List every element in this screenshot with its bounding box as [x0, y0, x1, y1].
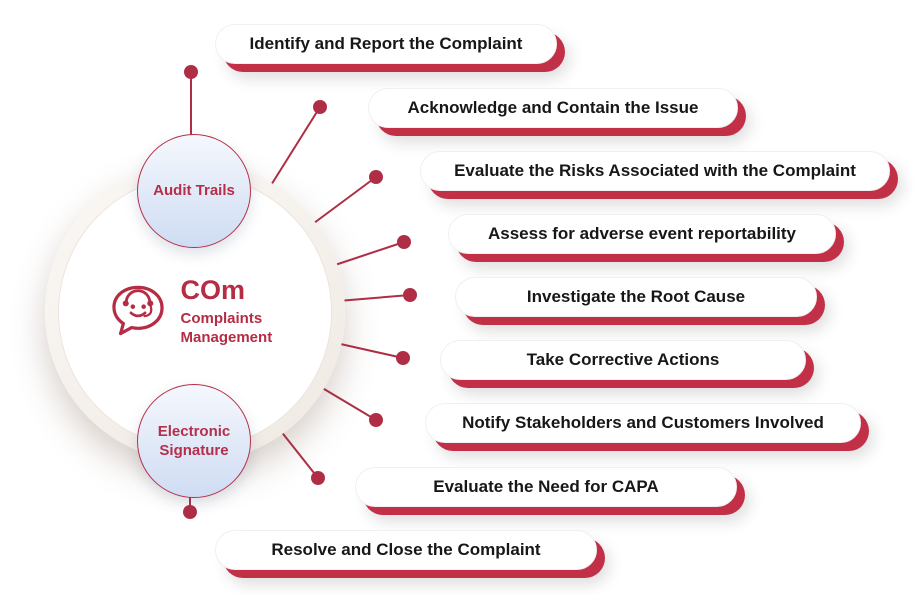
connector-dot [313, 100, 327, 114]
connector-dot [396, 351, 410, 365]
connector-dot [311, 471, 325, 485]
connector-dot [183, 505, 197, 519]
central-text: COm Complaints Management [180, 275, 286, 348]
center-title: COm [180, 275, 246, 306]
connector-dot [184, 65, 198, 79]
step-1: Identify and Report the Complaint [215, 24, 557, 64]
step-5: Investigate the Root Cause [455, 277, 817, 317]
connector-line-group [189, 72, 411, 512]
connector-dot-group [183, 65, 417, 519]
step-8: Evaluate the Need for CAPA [355, 467, 737, 507]
satellite-electronic-signature: Electronic Signature [137, 384, 251, 498]
step-6: Take Corrective Actions [440, 340, 806, 380]
step-3: Evaluate the Risks Associated with the C… [420, 151, 890, 191]
step-4: Assess for adverse event reportability [448, 214, 836, 254]
step-2: Acknowledge and Contain the Issue [368, 88, 738, 128]
center-subtitle: Complaints Management [180, 309, 273, 347]
step-9: Resolve and Close the Complaint [215, 530, 597, 570]
complaints-chat-icon [105, 277, 171, 348]
connector-dot [369, 413, 383, 427]
connector-dot [403, 288, 417, 302]
satellite-electronic-signature-label: Electronic Signature [157, 422, 231, 460]
step-7: Notify Stakeholders and Customers Involv… [425, 403, 861, 443]
satellite-audit-trails-label: Audit Trails [153, 182, 235, 200]
connector-dot [397, 235, 411, 249]
satellite-audit-trails: Audit Trails [137, 134, 251, 248]
connector-dot [369, 170, 383, 184]
